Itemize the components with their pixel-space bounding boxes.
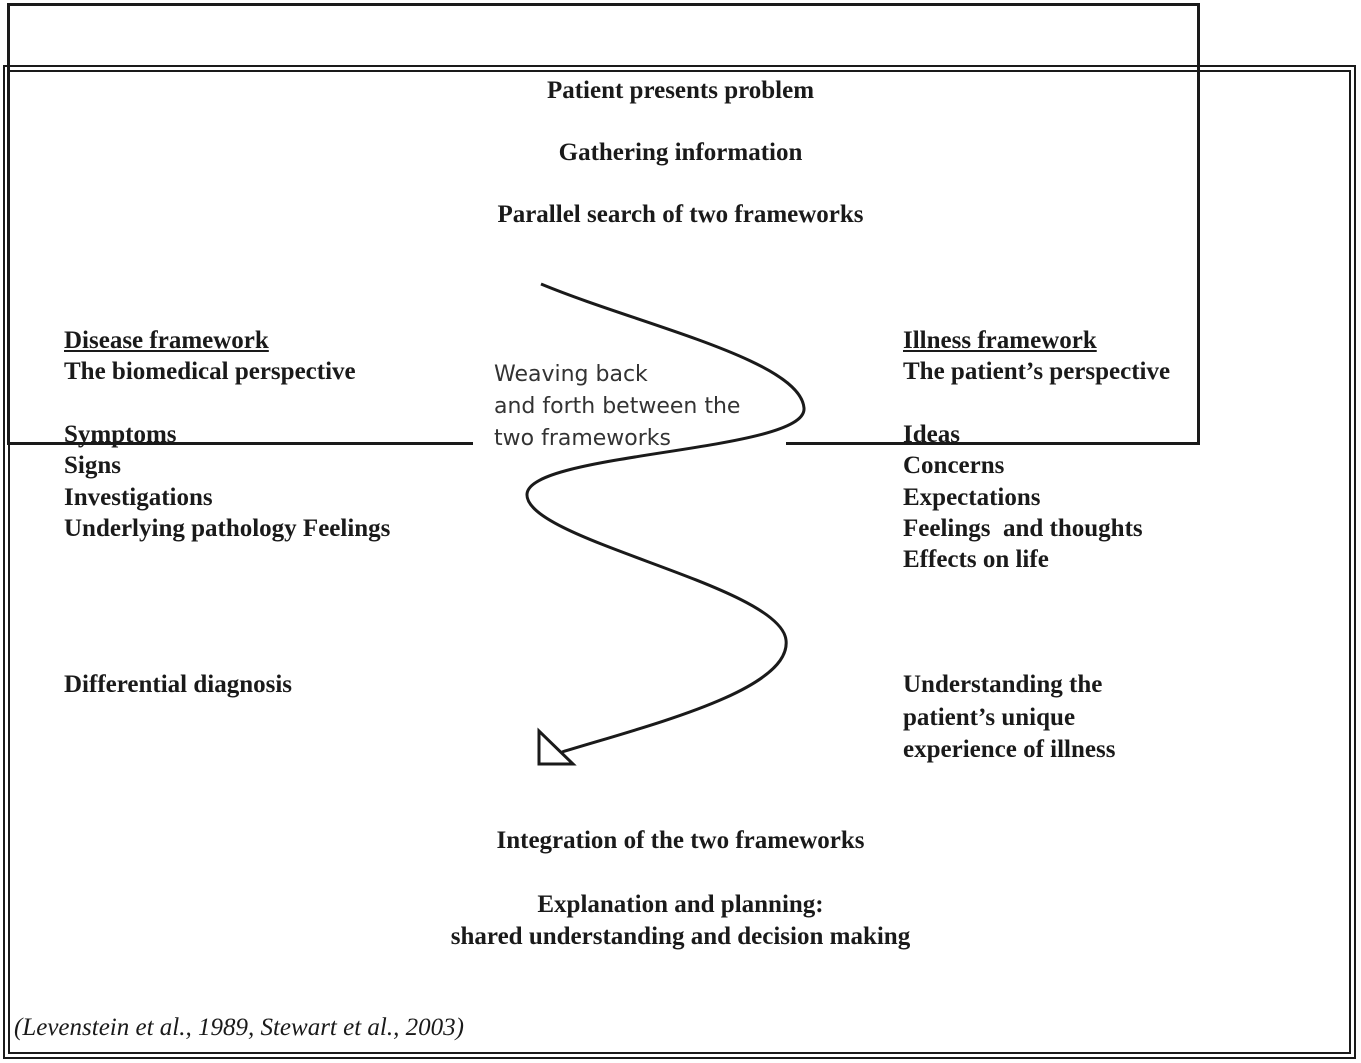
shared-understanding: shared understanding and decision making: [450, 923, 911, 950]
weaving-label-line: two frameworks: [494, 426, 672, 451]
citation: (Levenstein et al., 1989, Stewart et al.…: [14, 1014, 464, 1041]
illness-framework-title: Illness framework: [903, 327, 1097, 354]
disease-framework-subtitle: The biomedical perspective: [64, 358, 356, 385]
illness-item: Expectations: [903, 484, 1041, 511]
right-divider-line: [786, 442, 1200, 445]
illness-outcome-line: patient’s unique: [903, 704, 1076, 731]
weaving-label-line: Weaving back: [494, 362, 648, 387]
top-overlay-frame: [7, 3, 1200, 445]
inner-frame: [8, 70, 1351, 1054]
parallel-search: Parallel search of two frameworks: [497, 201, 864, 228]
patient-presents-problem: Patient presents problem: [546, 77, 815, 104]
left-divider-line: [7, 442, 473, 445]
illness-framework-subtitle: The patient’s perspective: [903, 358, 1171, 385]
disease-item: Symptoms: [64, 421, 177, 448]
outer-frame: [3, 65, 1356, 1059]
gathering-information: Gathering information: [558, 139, 803, 166]
weaving-label-line: and forth between the: [494, 394, 741, 419]
disease-item: Underlying pathology Feelings: [64, 515, 391, 542]
weaving-label: Weaving back and forth between the two f…: [494, 359, 740, 455]
illness-item: Effects on life: [903, 546, 1049, 573]
explanation-and-planning: Explanation and planning:: [537, 891, 824, 918]
illness-item: Concerns: [903, 452, 1005, 479]
illness-item: Ideas: [903, 421, 960, 448]
illness-outcome-line: Understanding the: [903, 671, 1103, 698]
weaving-curve: [525, 282, 806, 754]
integration-of-frameworks: Integration of the two frameworks: [496, 827, 865, 854]
arrowhead-icon: [537, 727, 577, 766]
illness-item: Feelings and thoughts: [903, 515, 1143, 542]
disease-item: Investigations: [64, 484, 213, 511]
illness-outcome-line: experience of illness: [903, 736, 1116, 763]
disease-framework-title: Disease framework: [64, 327, 269, 354]
differential-diagnosis: Differential diagnosis: [64, 671, 293, 698]
disease-item: Signs: [64, 452, 121, 479]
